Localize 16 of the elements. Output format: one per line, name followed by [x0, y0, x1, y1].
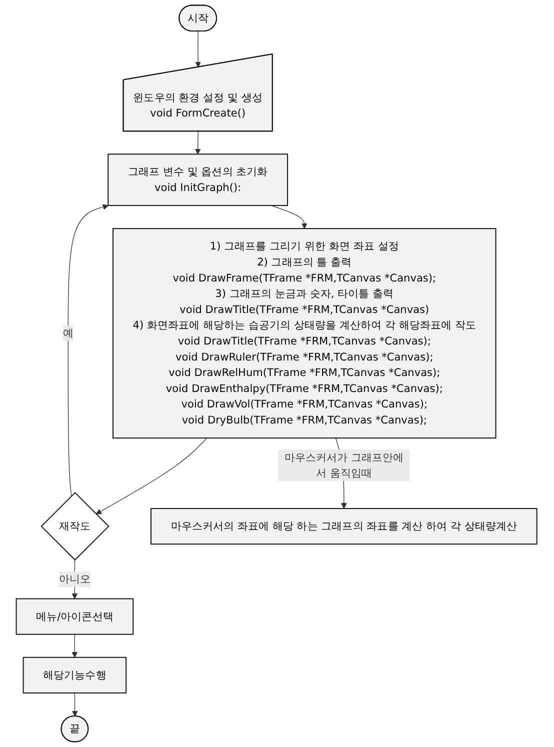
- node-box: 해당기능수행: [23, 656, 127, 694]
- node-diamond: 재작도: [41, 492, 110, 561]
- arrow: [72, 634, 78, 658]
- edge-label: 마우스커서가 그래프안에서 움직임때: [284, 450, 404, 480]
- arrow: [68, 204, 109, 496]
- edge-label: 아니오: [59, 572, 91, 586]
- node-box: 1) 그래프를 그리기 위한 화면 좌표 설정 2) 그래프의 틀 출력 void DrawFrame(TFrame *FRM,TCanvas *Canvas); 3) 그래프의 눈금과 숫자, 타이틀 출력 void DrawTitle(TFrame *FRM,TCanvas *Canvas) 4) 화면좌표에 해당하는 습공기의 상태량을 계산하여 각 해당좌표에 작도 void DrawTitle(TFrame *FRM,TCanvas *Canvas); void DrawRuler(TFrame *FRM,TCanvas *Canvas); void DrawRelHum(TFrame *FRM,TCanvas *Canvas); void DrawEnthalpy(TFrame *FRM,TCanvas *Canvas); void DrawVol(TFrame *FRM,TCanvas *Canvas); void DryBulb(TFrame *FRM,TCanvas *Canvas);: [112, 228, 497, 439]
- edge-label: 예: [63, 326, 74, 340]
- node-box: 메뉴/아이콘선택: [16, 598, 134, 635]
- arrow: [272, 205, 308, 229]
- arrow: [195, 131, 202, 154]
- arrow: [72, 692, 78, 717]
- node-box: 그래프 변수 및 옵션의 초기화 void InitGraph():: [108, 154, 288, 206]
- arrow: [196, 30, 202, 68]
- arrow: [96, 438, 208, 514]
- node-box: 마우스커서의 좌표에 해당 하는 그래프의 좌표를 계산 하여 각 상태량계산: [150, 508, 538, 545]
